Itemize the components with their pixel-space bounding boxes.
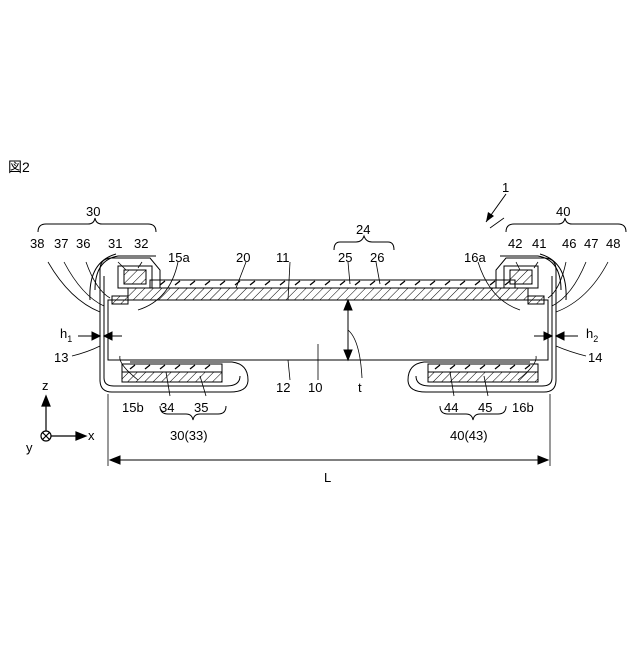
body-10	[108, 300, 548, 360]
bottom-electrode-left	[122, 372, 222, 382]
axis-y-label: y	[26, 440, 33, 455]
label-26: 26	[370, 250, 384, 265]
label-41: 41	[532, 236, 546, 251]
electrode-40-side	[528, 296, 544, 304]
label-16b: 16b	[512, 400, 534, 415]
label-47: 47	[584, 236, 598, 251]
label-34: 34	[160, 400, 174, 415]
label-15a: 15a	[168, 250, 190, 265]
label-45: 45	[478, 400, 492, 415]
label-35: 35	[194, 400, 208, 415]
brace-30	[38, 218, 156, 232]
label-48: 48	[606, 236, 620, 251]
axis-indicator	[41, 396, 86, 441]
figure-label: 図2	[8, 159, 30, 175]
label-20: 20	[236, 250, 250, 265]
label-42: 42	[508, 236, 522, 251]
label-46: 46	[562, 236, 576, 251]
electrode-30-shell-2	[90, 254, 116, 300]
label-14: 14	[588, 350, 602, 365]
element-body	[108, 280, 548, 382]
label-31: 31	[108, 236, 122, 251]
axis-x-label: x	[88, 428, 95, 443]
electrode-40-top-fill	[510, 270, 532, 284]
label-1: 1	[502, 180, 509, 195]
label-13: 13	[54, 350, 68, 365]
label-16a: 16a	[464, 250, 486, 265]
label-37: 37	[54, 236, 68, 251]
label-h1: h1	[60, 326, 72, 344]
label-15b: 15b	[122, 400, 144, 415]
label-30-33: 30(33)	[170, 428, 208, 443]
label-L: L	[324, 470, 331, 485]
label-40-43: 40(43)	[450, 428, 488, 443]
label-25: 25	[338, 250, 352, 265]
label-h2: h2	[586, 326, 598, 344]
label-12: 12	[276, 380, 290, 395]
internal-electrode-20	[128, 288, 528, 300]
brace-40	[506, 218, 626, 232]
label-38: 38	[30, 236, 44, 251]
label-32: 32	[134, 236, 148, 251]
electrode-30-side	[112, 296, 128, 304]
label-10: 10	[308, 380, 322, 395]
bottom-layer-right	[428, 364, 538, 372]
label-36: 36	[76, 236, 90, 251]
label-24: 24	[356, 222, 370, 237]
label-t: t	[358, 380, 362, 395]
label-30: 30	[86, 204, 100, 219]
label-11: 11	[276, 250, 290, 265]
label-40: 40	[556, 204, 570, 219]
brace-24	[334, 236, 394, 250]
label-44: 44	[444, 400, 458, 415]
arrow-1	[486, 194, 506, 222]
axis-z-label: z	[42, 378, 49, 393]
electrode-30-top-fill	[124, 270, 146, 284]
